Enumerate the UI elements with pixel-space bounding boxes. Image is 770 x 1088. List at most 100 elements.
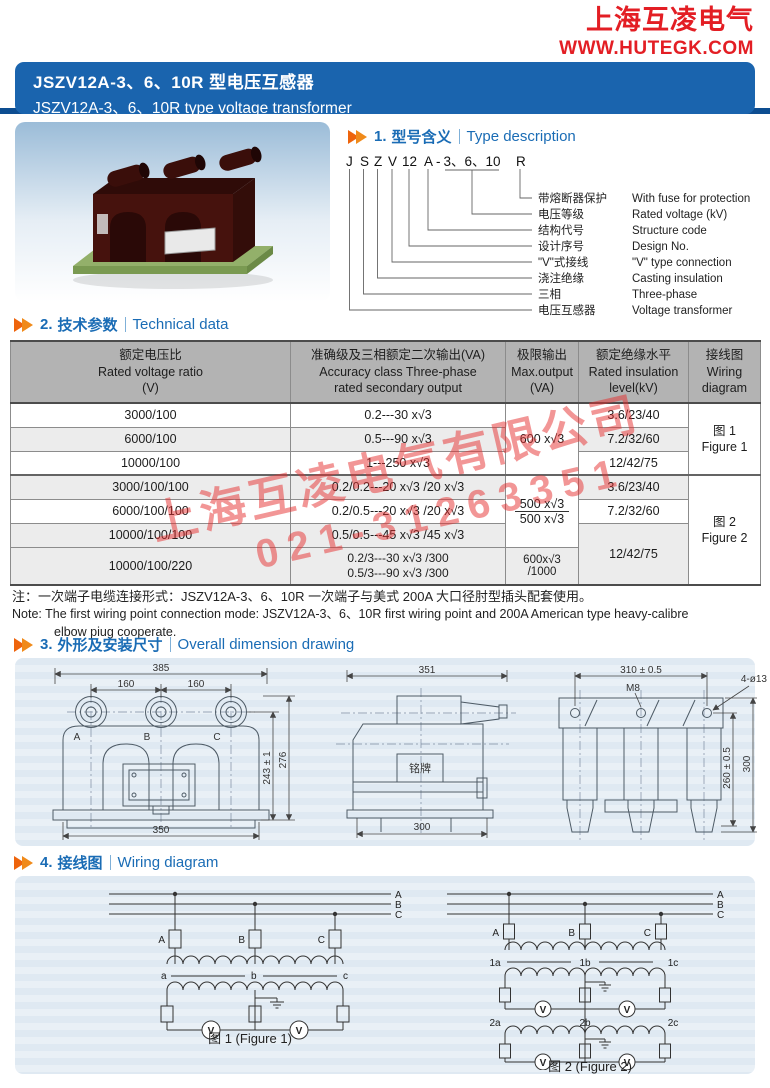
nameplate-label: 铭牌 [409,761,431,775]
terminal-b-label: b [251,971,257,982]
voltmeter-icon [201,1020,221,1040]
dim-276: 276 [278,751,289,768]
brand-name: 上海互凌电气 [586,5,754,35]
bus-a-label: A [395,890,402,901]
terminal-2b-label: 2b [579,1018,591,1029]
svg-text:S: S [360,154,369,169]
front-view-drawing: 385 160 160 A B C 243 ± 1 276 350 [52,663,295,840]
product-title-en: JSZV12A-3、6、10R type voltage transformer [33,100,352,117]
section-title-en: Type description [466,128,576,145]
section-arrow-icon [14,637,25,652]
section-title-zh: 接线图 [57,855,103,872]
svg-text:R: R [516,154,526,169]
secondary1-coil [504,967,666,977]
accuracy-cell: 1---250 x√3 [290,450,506,476]
svg-text:浇注绝缘: 浇注绝缘 [538,271,584,285]
product-title-zh: JSZV12A-3、6、10R 型电压互感器 [33,73,315,92]
dim-310: 310 ± 0.5 [620,665,662,676]
svg-text:带熔断器保护: 带熔断器保护 [538,191,607,205]
dimension-lines [54,668,295,840]
svg-text:"V" type connection: "V" type connection [632,257,732,269]
dimension-lines [346,670,508,838]
terminal-a-label: a [161,971,167,982]
section-number: 4. [40,854,53,871]
ratio-cell: 10000/100/220 [10,546,291,586]
product-title-bar: JSZV12A-3、6、10R 型电压互感器 JSZV12A-3、6、10R t… [15,62,755,117]
svg-text:Voltage transformer: Voltage transformer [632,305,733,317]
bus-c-label: C [717,910,724,921]
type-description-diagram: J S Z V 12 A - 3、6、10 R 带熔断器保护 With fuse … [346,154,750,317]
dim-160b: 160 [188,679,205,690]
accuracy-cell: 0.2---30 x√3 [290,402,506,428]
accuracy-cell: 0.5/0.5---45 x√3 /45 x√3 [290,522,506,548]
insulation-cell: 7.2/32/60 [578,426,689,452]
section-title-en: Wiring diagram [117,854,219,871]
dim-300: 300 [414,822,431,833]
svg-text:V: V [388,154,397,169]
wiring-figure-2: A B C A B C 1a 1b 1c [447,890,724,1070]
ratio-cell: 3000/100/100 [10,474,291,500]
dim-260: 260 ± 0.5 [722,747,733,789]
section-title-zh: 外形及安装尺寸 [57,637,163,654]
heading-divider [124,317,126,332]
section-title-zh: 型号含义 [391,129,452,146]
ground-icon [585,981,611,992]
fuse-a-label: A [158,935,165,946]
insulation-cell: 12/42/75 [578,450,689,476]
note-en-line1: Note: The first wiring point connection … [12,607,689,622]
svg-text:With fuse for protection: With fuse for protection [632,193,750,205]
ratio-cell: 6000/100 [10,426,291,452]
maxoutput-cell: 500 x√3 500 x√3 [505,474,579,548]
terminal-1a-label: 1a [489,958,501,969]
table-row: 10000/100 1---250 x√3 12/42/75 [10,450,761,476]
svg-text:12: 12 [402,154,417,169]
section-arrow-icon [356,129,367,144]
section-arrow-icon [348,129,359,144]
section-title-en: Technical data [132,316,229,333]
svg-text:V: V [624,1058,631,1069]
dim-351: 351 [419,665,436,676]
bus-a-label: A [717,890,724,901]
section-number: 3. [40,636,53,653]
svg-text:V: V [540,1005,547,1016]
svg-text:"V"式接线: "V"式接线 [538,255,589,269]
fuse-c-label: C [318,935,325,946]
maxoutput-cell: 600x√3 /1000 [505,546,579,586]
model-code: J S Z V 12 A - 3、6、10 R [346,154,526,169]
section-number: 2. [40,316,53,333]
product-photo [15,122,330,302]
svg-text:电压等级: 电压等级 [538,207,584,221]
dim-385: 385 [153,663,170,674]
primary-coil [166,955,344,965]
maxoutput-cell: 600 x√3 [505,402,579,476]
voltmeter-icon [618,1053,636,1070]
terminal-c-label: c [343,971,348,982]
ground-icon [585,1038,611,1049]
insulation-cell: 7.2/32/60 [578,498,689,524]
accuracy-cell: 0.5---90 x√3 [290,426,506,452]
svg-text:结构代号: 结构代号 [538,223,584,237]
svg-text:Z: Z [374,154,382,169]
phase-c-label: C [213,732,220,743]
voltmeter-icon [534,1000,552,1018]
terminal-1b-label: 1b [579,958,591,969]
section-arrow-icon [22,855,33,870]
primary-coil [504,941,666,951]
insulation-cell: 3.6/23/40 [578,474,689,500]
ratio-cell: 10000/100 [10,450,291,476]
terminal-2a-label: 2a [489,1018,501,1029]
table-row: 10000/100/100 0.5/0.5---45 x√3 /45 x√3 1… [10,522,761,586]
section-title-en: Overall dimension drawing [177,636,355,653]
svg-text:Design No.: Design No. [632,241,689,253]
svg-text:电压互感器: 电压互感器 [538,303,596,317]
phase-a-label: A [74,732,81,743]
svg-text:Three-phase: Three-phase [632,289,697,301]
leader-lines [349,169,532,311]
